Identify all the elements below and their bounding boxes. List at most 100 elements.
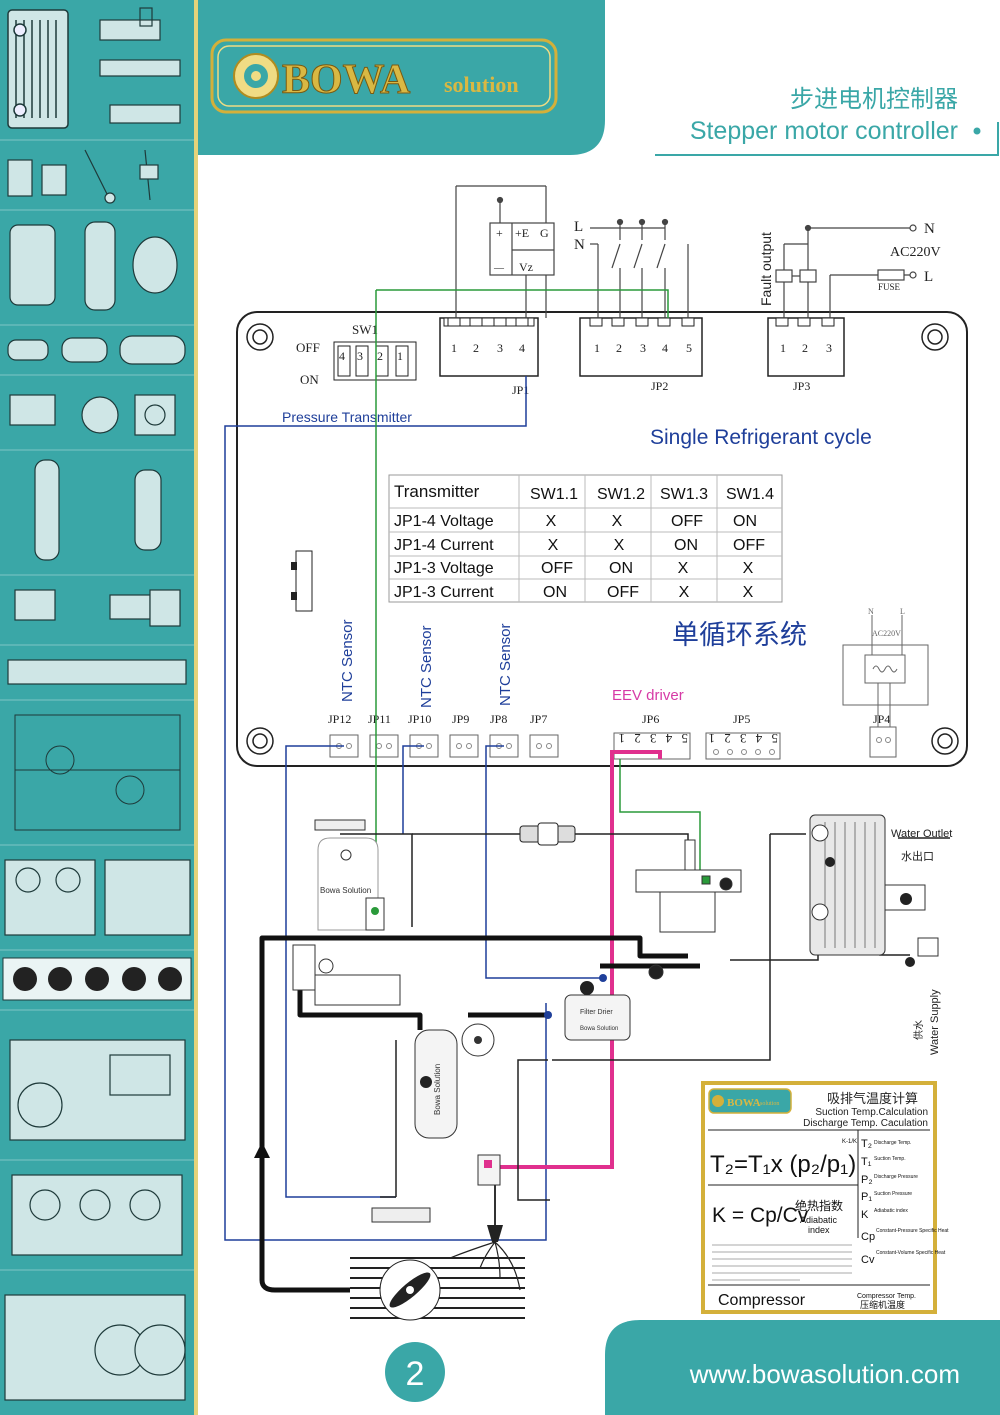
jp1-label: JP1 [512,383,529,397]
table-header-sw1-3: SW1.3 [660,486,708,503]
water-outlet-cn: 水出口 [901,849,934,863]
jp2-pin-4: 4 [662,341,668,355]
table-row-3-sw1: OFF [541,560,573,577]
marker-18 [648,964,664,980]
jp2-power-switches [590,218,689,318]
table-row-1-sw4: ON [733,513,757,530]
calc-compressor: Compressor [718,1292,806,1309]
jp9-label: JP9 [452,712,469,726]
sight-glass-icon [519,822,576,846]
jp1-pin-3: 3 [497,341,503,355]
accumulator-label: Bowa Solution [433,1064,442,1115]
sw1-label: SW1 [352,322,378,337]
legend-sym-6: Cv [861,1254,875,1266]
page-number-badge [385,1342,445,1402]
table-row-1-sw3: OFF [671,513,703,530]
calc-compressor-temp-cn: 压缩机温度 [860,1299,905,1311]
table-row-2-sw3: ON [674,537,698,554]
table-row-3-sw3: X [678,560,689,577]
sidebar-solenoid-icons [14,589,181,627]
table-row-2-sw4: OFF [733,537,765,554]
compressor-valve-block [292,944,401,1006]
sidebar-separator-icons [34,459,162,561]
filter-drier-label: Filter Drier [580,1009,613,1016]
jp2-label: JP2 [651,379,668,393]
table-row-4-sw4: X [743,584,754,601]
terminal-minus: — [493,263,505,274]
table-row-1-sw1: X [546,513,557,530]
jp2-l-label: L [574,219,583,235]
table-row-4-sw2: OFF [607,584,639,601]
sw-off-label: OFF [296,340,320,355]
jp7-label: JP7 [530,712,547,726]
refrigeration-piping [259,935,700,1293]
calc-logo-suffix: solution [760,1101,779,1107]
calc-formula: T₂=T₁x (p₂/p₁) [710,1151,856,1178]
dip-switch-sw1[interactable]: SW1 OFF ON 4 3 2 1 [296,322,417,387]
table-header-sw1-2: SW1.2 [597,486,645,503]
terminal-plus-e: +E [515,226,529,240]
jp2-pin-1: 1 [594,341,600,355]
sw-num-4: 4 [339,349,345,363]
jp3-fault-output-wiring [775,224,917,318]
logo-emblem-icon [233,53,279,99]
website: www.bowasolution.com [689,1359,960,1389]
jp4-label: JP4 [873,712,890,726]
electronic-expansion-valve [371,1154,503,1242]
sidebar-heat-exchanger-icon [7,9,69,129]
calc-title-en1: Suction Temp.Calculation [815,1107,928,1118]
accumulator-tank: Bowa Solution [414,1029,458,1139]
header: BOWA solution 步进电机控制器 Stepper motor cont… [198,0,999,156]
mounting-holes [246,323,959,755]
table-row-2-sw2: X [614,537,625,554]
jp3-label: JP3 [793,379,810,393]
marker-20 [420,1076,432,1088]
jp4-l: L [900,607,905,616]
logo-text: BOWA [282,57,411,103]
single-cycle-cn: 单循环系统 [672,620,807,651]
calc-k-en2: index [808,1225,830,1235]
legend-txt-3: Suction Pressure [874,1191,912,1197]
jp5-pins: 5 4 3 2 1 [706,731,779,746]
table-row-2-label: JP1-4 Current [394,537,494,554]
marker-9 [905,957,915,967]
jp2-n-label: N [574,237,585,253]
ntc-sensor-label-2: NTC Sensor [418,625,435,708]
legend-txt-2: Discharge Pressure [874,1174,918,1180]
connector-jp3: 1 2 3 JP3 [767,317,845,393]
connector-jp2: 1 2 3 4 5 JP2 [579,317,703,393]
pressure-transmitter-label: Pressure Transmitter [282,409,412,425]
table-header-sw1-1: SW1.1 [530,486,578,503]
sw-num-1: 1 [397,349,403,363]
calc-logo-text: BOWA [727,1097,761,1109]
logo-suffix: solution [444,72,519,97]
fault-output-label: Fault output [758,232,774,306]
legend-sym-2: P₂ [861,1174,873,1186]
pressure-gauge-icon [461,1023,495,1057]
switch-setting-table: Transmitter SW1.1 SW1.2 SW1.3 SW1.4 JP1-… [388,474,783,603]
jp2-pin-5: 5 [686,341,692,355]
temperature-calculation-box: BOWA solution 吸排气温度计算 Suction Temp.Calcu… [701,1081,949,1314]
jp3-n-label: N [924,221,935,237]
jp4-n: N [868,607,874,616]
table-row-3-label: JP1-3 Voltage [394,560,494,577]
flow-arrow-icon [254,1142,270,1158]
legend-txt-1: Suction Temp. [874,1156,906,1162]
sidebar-condensing-unit-icon [4,859,191,936]
calc-title-cn: 吸排气温度计算 [827,1091,918,1107]
calc-k-formula: K = Cp/Cv [712,1204,809,1227]
jp1-pin-1: 1 [451,341,457,355]
table-row-1-label: JP1-4 Voltage [394,513,494,530]
receiver-tank: Bowa Solution [314,819,385,931]
jp3-l-label: L [924,269,933,285]
page-number: 2 [406,1355,425,1393]
marker-7 [719,877,733,891]
water-supply-en: Water Supply [929,989,941,1055]
legend-sym-1: T₁ [861,1156,872,1168]
water-supply-cn: 供水 [912,1020,925,1040]
ntc-sensor-label-1: NTC Sensor [339,619,356,702]
jp3-pin-3: 3 [826,341,832,355]
eev-driver-label: EEV driver [612,687,684,704]
receiver-label: Bowa Solution [320,886,371,895]
